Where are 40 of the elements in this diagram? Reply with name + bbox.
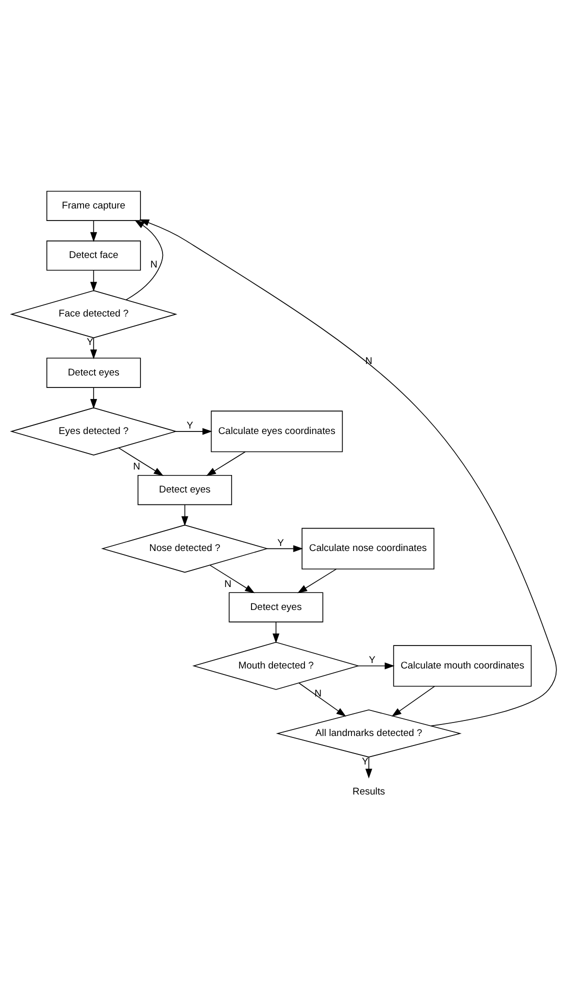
node-box: Calculate nose coordinates <box>302 528 434 570</box>
edge-label: N <box>224 578 232 590</box>
node-diamond: Face detected ? <box>10 290 178 338</box>
arrow <box>176 428 212 435</box>
arrow <box>266 545 304 552</box>
edge-label: Y <box>362 756 368 768</box>
node-diamond: Eyes detected ? <box>10 407 178 456</box>
arrow <box>90 337 98 360</box>
node-box: Detect eyes <box>46 358 141 388</box>
arrow <box>118 448 164 476</box>
node-box: Frame capture <box>46 190 141 221</box>
edge-label: Y <box>368 655 376 666</box>
arrow <box>90 270 98 292</box>
arrow <box>126 220 164 300</box>
arrow <box>298 682 346 717</box>
edge-label: Y <box>86 337 94 348</box>
node-box: Detect eyes <box>228 592 324 622</box>
node-box: Calculate mouth coordinates <box>393 645 532 687</box>
node-diamond: Mouth detected ? <box>192 642 360 690</box>
edge-label: Y <box>277 538 284 549</box>
node-box: Calculate eyes coordinates <box>210 410 343 452</box>
node-diamond: Nose detected ? <box>101 524 269 573</box>
arrow <box>90 387 98 409</box>
arrow <box>206 451 246 476</box>
edge-label: N <box>150 259 158 270</box>
node-text: Results <box>352 786 386 798</box>
arrow <box>181 504 188 526</box>
arrow <box>392 686 435 717</box>
arrow <box>365 756 372 779</box>
edge-label: Y <box>186 420 194 432</box>
arrow <box>90 220 98 242</box>
arrow <box>272 622 280 644</box>
edge-label: N <box>314 688 322 700</box>
node-box: Detect eyes <box>138 474 232 506</box>
arrow <box>358 662 394 670</box>
arrow <box>297 568 337 594</box>
arrow <box>139 219 557 726</box>
edge-label: N <box>133 462 140 473</box>
node-box: Detect face <box>46 240 141 271</box>
arrow <box>210 564 255 594</box>
